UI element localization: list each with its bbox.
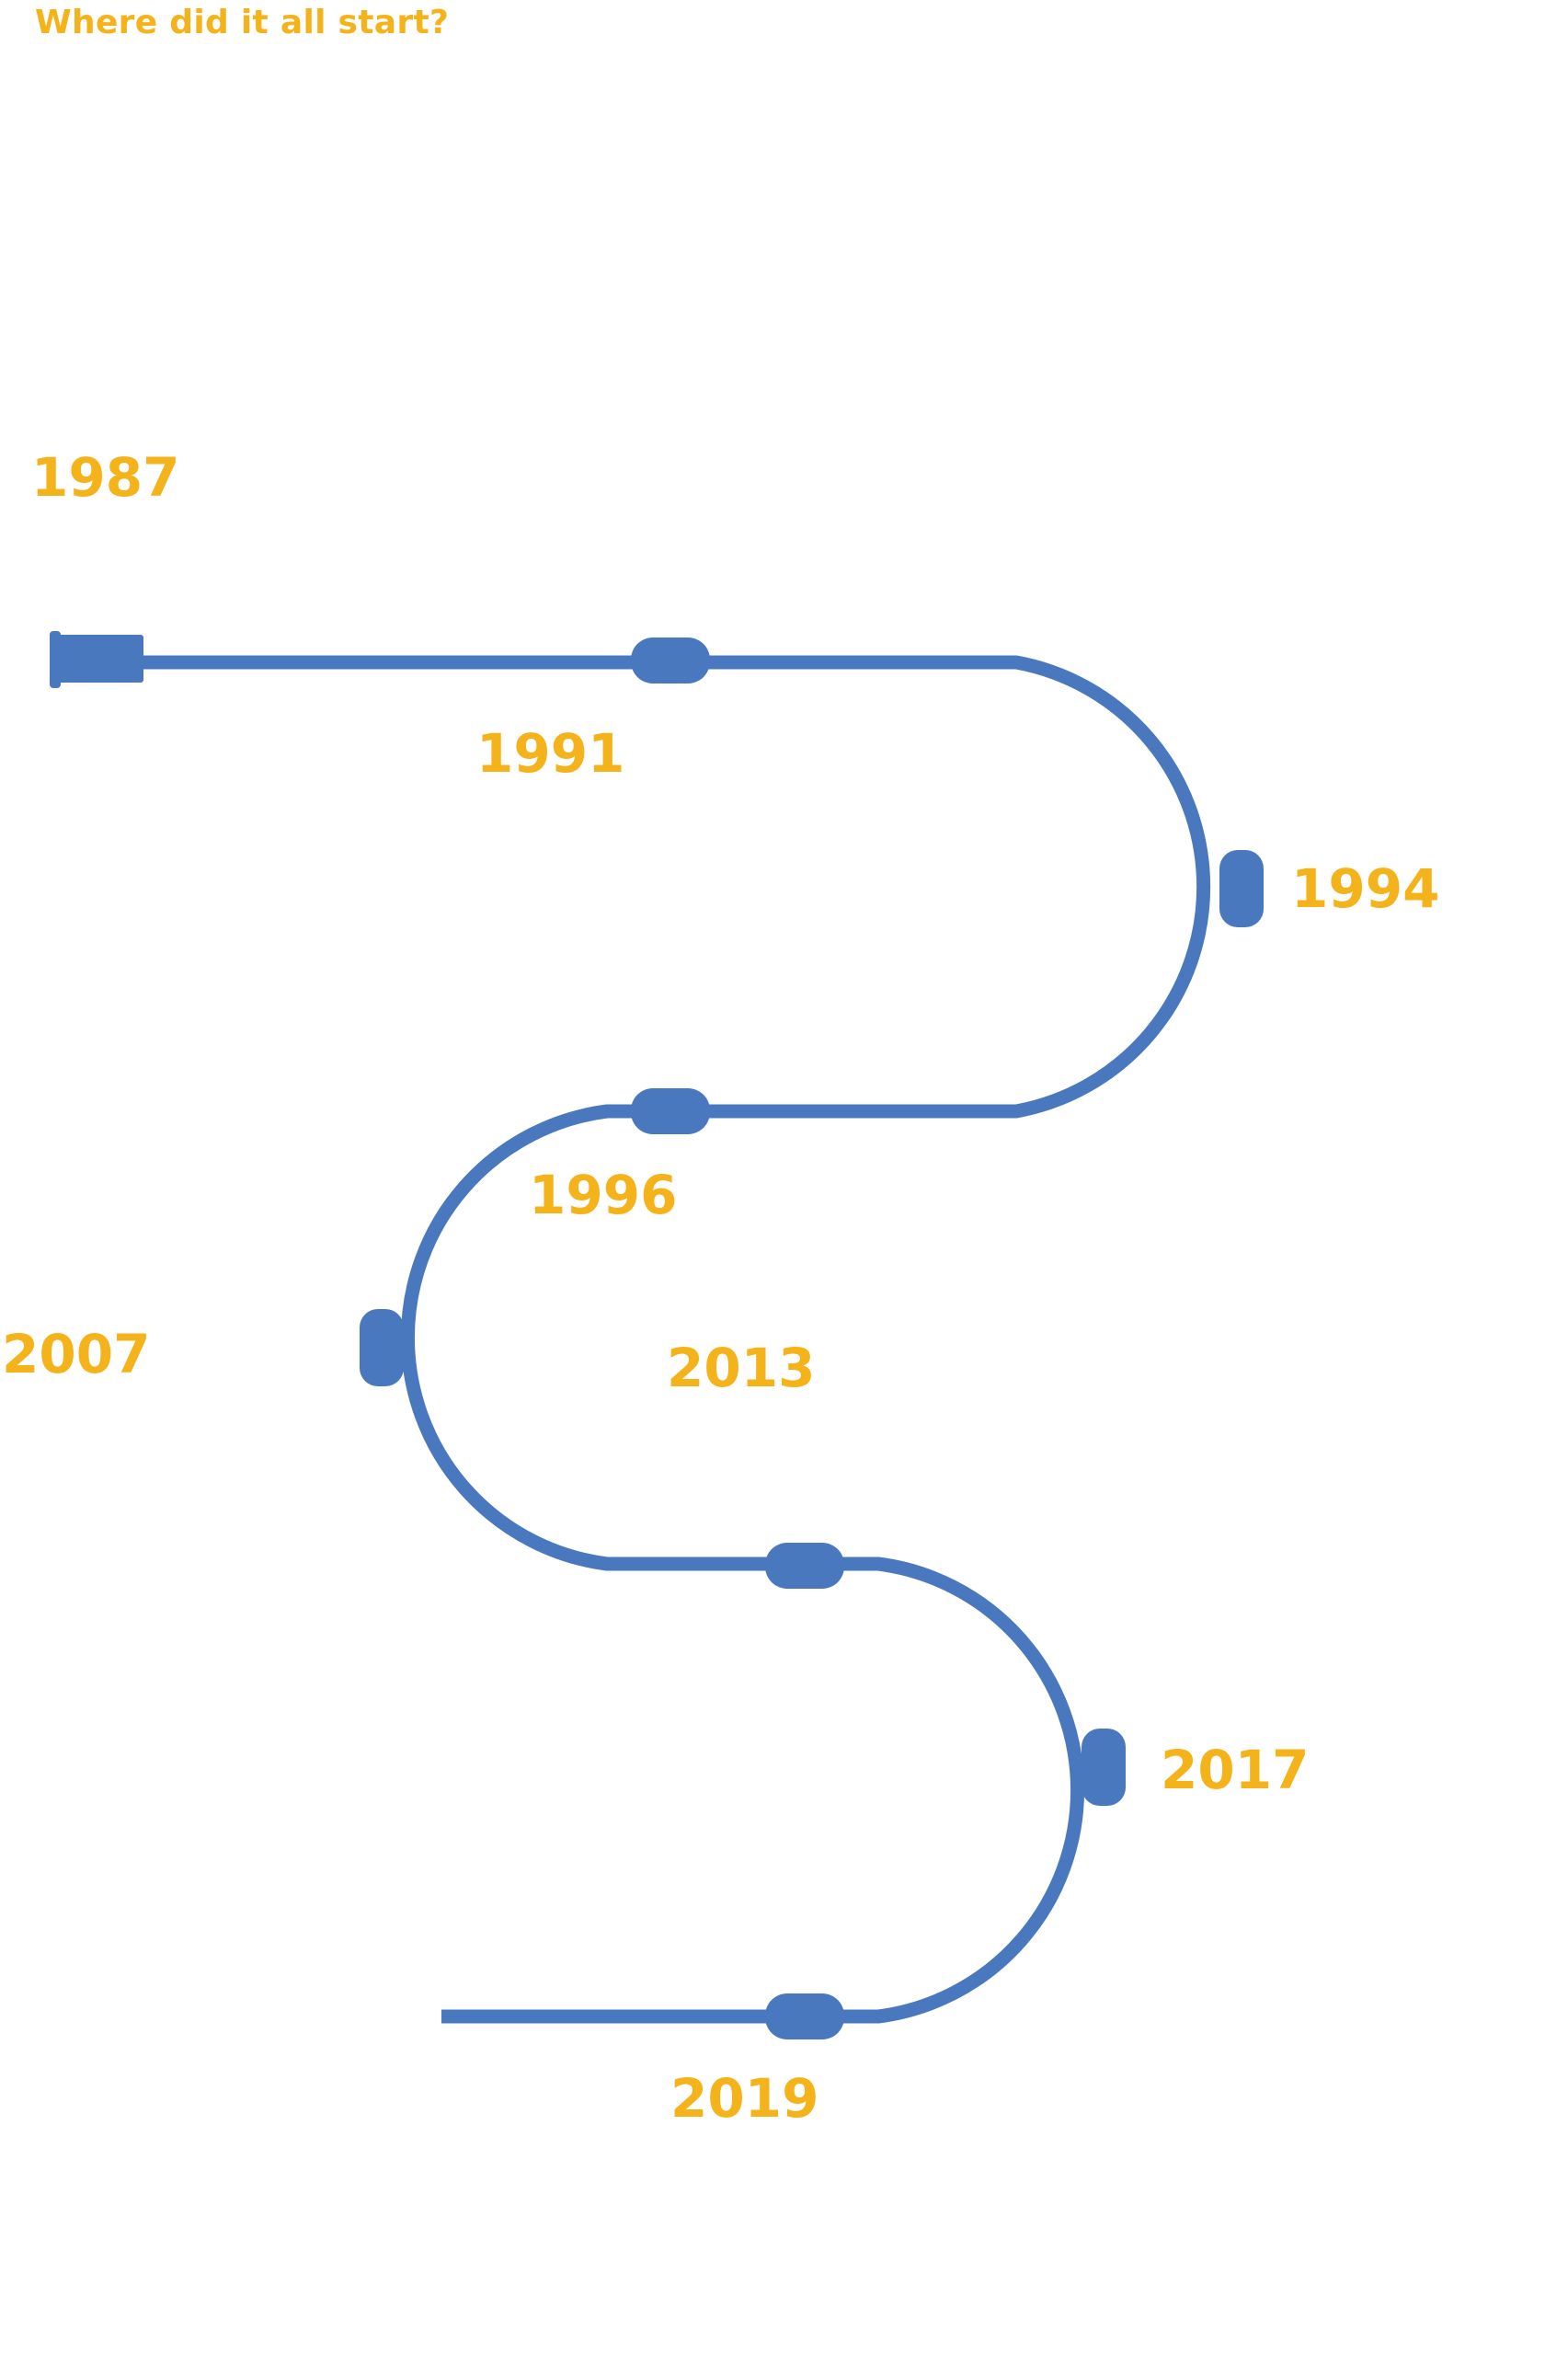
year-label-2013: 2013 <box>667 1337 816 1399</box>
year-label-1987: 1987 <box>31 446 180 509</box>
timeline-start-cap <box>50 631 61 688</box>
page-title: Where did it all start? <box>35 4 450 41</box>
timeline-start-block <box>53 635 143 683</box>
milestone-marker-2019 <box>765 1993 844 2039</box>
year-label-2017: 2017 <box>1161 1739 1310 1801</box>
year-label-1994: 1994 <box>1291 857 1440 920</box>
timeline-line <box>129 655 1211 2024</box>
year-label-2019: 2019 <box>670 2067 819 2130</box>
milestone-marker-2013 <box>765 1543 844 1589</box>
year-label-2007: 2007 <box>2 1323 151 1385</box>
year-label-1991: 1991 <box>476 722 625 785</box>
milestone-marker-1994 <box>1219 850 1264 927</box>
year-label-1996: 1996 <box>529 1164 678 1226</box>
milestone-marker-2007 <box>360 1309 404 1386</box>
milestone-marker-2017 <box>1082 1729 1126 1806</box>
milestone-marker-1991 <box>631 638 710 684</box>
milestone-marker-1996 <box>631 1088 710 1134</box>
